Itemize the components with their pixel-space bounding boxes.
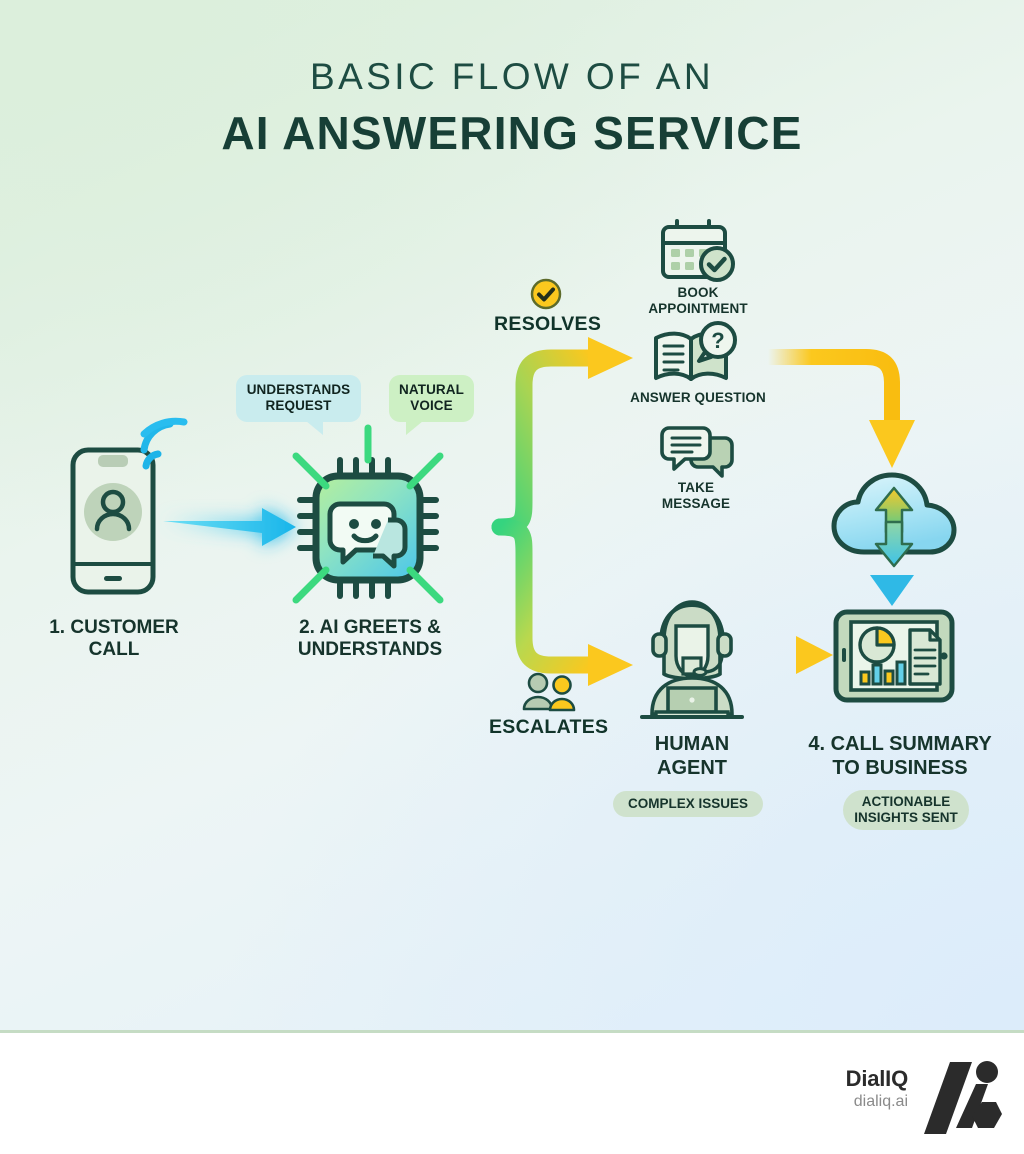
arrow-agent-to-tablet [745, 636, 833, 674]
tablet-report-icon [833, 609, 955, 703]
ai-chip-icon [297, 457, 439, 599]
resolves-check-icon [529, 277, 563, 311]
title-line-2: AI ANSWERING SERVICE [221, 107, 803, 160]
footer-divider [0, 1030, 1024, 1033]
bubble-understands-request: UNDERSTANDS REQUEST [236, 375, 361, 436]
tag-complex-issues: COMPLEX ISSUES [613, 791, 763, 817]
node-cloud [828, 470, 960, 568]
action-book-appointment [657, 218, 739, 284]
tag-actionable-insights: ACTIONABLE INSIGHTS SENT [843, 790, 969, 830]
page-title: BASIC FLOW OF AN AI ANSWERING SERVICE [0, 55, 1024, 163]
brand-name: DialIQ [845, 1066, 909, 1091]
footer-background [0, 1033, 1024, 1154]
arrow-actions-to-cloud [760, 349, 915, 468]
label-human-agent: HUMAN AGENT [654, 733, 730, 779]
node-human-agent [634, 596, 750, 720]
label-escalates: ESCALATES [489, 716, 609, 738]
escalates-people-icon [521, 672, 577, 712]
node-customer-call [60, 417, 188, 600]
label-answer-question: ANSWER QUESTION [630, 390, 766, 405]
label-call-summary: 4. CALL SUMMARY TO BUSINESS [808, 733, 992, 779]
smartphone-icon [70, 447, 156, 595]
label-customer-call: 1. CUSTOMER CALL [49, 617, 179, 661]
chat-bubbles-icon [660, 426, 734, 478]
label-take-message: TAKE MESSAGE [661, 480, 731, 512]
action-answer-question: ? [650, 321, 740, 388]
action-take-message [658, 424, 736, 478]
title-line-1: BASIC FLOW OF AN [310, 56, 714, 97]
open-book-question-icon: ? [654, 321, 737, 381]
connector-chip-split [443, 337, 633, 686]
headset-agent-icon [640, 600, 744, 719]
label-ai-chip: 2. AI GREETS & UNDERSTANDS [297, 617, 443, 661]
calendar-check-icon [661, 219, 735, 282]
chip-rays-icon [292, 424, 444, 604]
brand-block: DialIQ dialiq.ai [845, 1066, 909, 1111]
svg-text:?: ? [711, 328, 724, 353]
label-resolves: RESOLVES [494, 313, 602, 335]
brand-url: dialiq.ai [853, 1093, 908, 1110]
dialiq-logo-icon [922, 1058, 1004, 1138]
label-book-appointment: BOOK APPOINTMENT [648, 285, 748, 317]
bubble-natural-voice: NATURAL VOICE [389, 375, 474, 436]
node-call-summary [832, 608, 956, 704]
wifi-signal-icon [140, 417, 188, 470]
node-ai-chip [288, 424, 448, 608]
cloud-sync-icon [831, 472, 957, 568]
arrow-phone-to-chip [163, 508, 296, 546]
